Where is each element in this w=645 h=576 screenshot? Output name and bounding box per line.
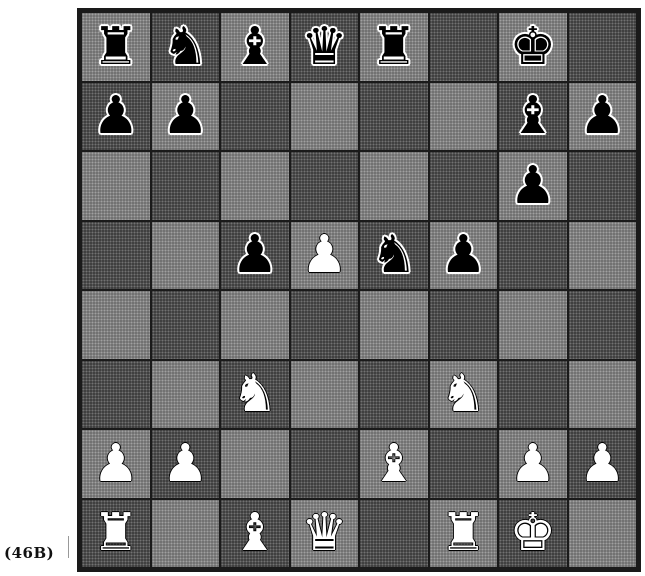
black-pawn-icon[interactable]: ♟ bbox=[162, 90, 209, 142]
square-f5[interactable]: ♟ bbox=[430, 222, 498, 290]
square-f7[interactable] bbox=[430, 83, 498, 151]
square-a6[interactable] bbox=[82, 152, 150, 220]
black-knight-icon[interactable]: ♞ bbox=[370, 229, 417, 281]
square-d2[interactable] bbox=[291, 430, 359, 498]
square-c3[interactable]: ♞ bbox=[221, 361, 289, 429]
square-g4[interactable] bbox=[499, 291, 567, 359]
white-pawn-icon[interactable]: ♟ bbox=[509, 438, 556, 490]
figure-label: (46B) bbox=[4, 544, 54, 562]
square-g1[interactable]: ♚ bbox=[499, 500, 567, 568]
black-bishop-icon[interactable]: ♝ bbox=[509, 90, 556, 142]
square-e5[interactable]: ♞ bbox=[360, 222, 428, 290]
square-a2[interactable]: ♟ bbox=[82, 430, 150, 498]
square-g3[interactable] bbox=[499, 361, 567, 429]
square-b2[interactable]: ♟ bbox=[152, 430, 220, 498]
black-rook-icon[interactable]: ♜ bbox=[92, 21, 139, 73]
square-g8[interactable]: ♚ bbox=[499, 13, 567, 81]
square-h7[interactable]: ♟ bbox=[569, 83, 637, 151]
white-rook-icon[interactable]: ♜ bbox=[440, 507, 487, 559]
square-e3[interactable] bbox=[360, 361, 428, 429]
square-d4[interactable] bbox=[291, 291, 359, 359]
square-a7[interactable]: ♟ bbox=[82, 83, 150, 151]
square-c4[interactable] bbox=[221, 291, 289, 359]
white-knight-icon[interactable]: ♞ bbox=[231, 368, 278, 420]
square-g5[interactable] bbox=[499, 222, 567, 290]
square-b7[interactable]: ♟ bbox=[152, 83, 220, 151]
square-f4[interactable] bbox=[430, 291, 498, 359]
square-g2[interactable]: ♟ bbox=[499, 430, 567, 498]
square-h5[interactable] bbox=[569, 222, 637, 290]
black-knight-icon[interactable]: ♞ bbox=[162, 21, 209, 73]
square-c8[interactable]: ♝ bbox=[221, 13, 289, 81]
square-h2[interactable]: ♟ bbox=[569, 430, 637, 498]
square-h3[interactable] bbox=[569, 361, 637, 429]
square-a5[interactable] bbox=[82, 222, 150, 290]
black-pawn-icon[interactable]: ♟ bbox=[440, 229, 487, 281]
square-e4[interactable] bbox=[360, 291, 428, 359]
black-bishop-icon[interactable]: ♝ bbox=[231, 21, 278, 73]
square-e6[interactable] bbox=[360, 152, 428, 220]
square-c6[interactable] bbox=[221, 152, 289, 220]
square-b3[interactable] bbox=[152, 361, 220, 429]
divider-tick bbox=[68, 536, 69, 558]
white-knight-icon[interactable]: ♞ bbox=[440, 368, 487, 420]
square-a8[interactable]: ♜ bbox=[82, 13, 150, 81]
square-f3[interactable]: ♞ bbox=[430, 361, 498, 429]
black-rook-icon[interactable]: ♜ bbox=[370, 21, 417, 73]
square-g7[interactable]: ♝ bbox=[499, 83, 567, 151]
square-h4[interactable] bbox=[569, 291, 637, 359]
square-f2[interactable] bbox=[430, 430, 498, 498]
square-h8[interactable] bbox=[569, 13, 637, 81]
black-queen-icon[interactable]: ♛ bbox=[301, 21, 348, 73]
square-e7[interactable] bbox=[360, 83, 428, 151]
square-d5[interactable]: ♟ bbox=[291, 222, 359, 290]
black-king-icon[interactable]: ♚ bbox=[509, 21, 556, 73]
square-a3[interactable] bbox=[82, 361, 150, 429]
square-c2[interactable] bbox=[221, 430, 289, 498]
white-bishop-icon[interactable]: ♝ bbox=[231, 507, 278, 559]
white-pawn-icon[interactable]: ♟ bbox=[301, 229, 348, 281]
square-h6[interactable] bbox=[569, 152, 637, 220]
square-b1[interactable] bbox=[152, 500, 220, 568]
square-g6[interactable]: ♟ bbox=[499, 152, 567, 220]
white-king-icon[interactable]: ♚ bbox=[509, 507, 556, 559]
square-c1[interactable]: ♝ bbox=[221, 500, 289, 568]
square-f6[interactable] bbox=[430, 152, 498, 220]
square-d1[interactable]: ♛ bbox=[291, 500, 359, 568]
white-bishop-icon[interactable]: ♝ bbox=[370, 438, 417, 490]
square-a4[interactable] bbox=[82, 291, 150, 359]
white-pawn-icon[interactable]: ♟ bbox=[162, 438, 209, 490]
square-e8[interactable]: ♜ bbox=[360, 13, 428, 81]
square-f1[interactable]: ♜ bbox=[430, 500, 498, 568]
white-queen-icon[interactable]: ♛ bbox=[301, 507, 348, 559]
chess-board: ♜ ♞ ♝ ♛ ♜ ♚ ♟ ♟ ♝ ♟ ♟ ♟ ♟ ♞ ♟ ♞ ♞ ♟ ♟ ♝ ♟ ♟ ♜ ♝ ♛ ♜ ♚ bbox=[77, 8, 641, 572]
square-d6[interactable] bbox=[291, 152, 359, 220]
square-b6[interactable] bbox=[152, 152, 220, 220]
white-pawn-icon[interactable]: ♟ bbox=[92, 438, 139, 490]
square-c7[interactable] bbox=[221, 83, 289, 151]
white-pawn-icon[interactable]: ♟ bbox=[579, 438, 626, 490]
square-e2[interactable]: ♝ bbox=[360, 430, 428, 498]
square-b5[interactable] bbox=[152, 222, 220, 290]
square-b8[interactable]: ♞ bbox=[152, 13, 220, 81]
white-rook-icon[interactable]: ♜ bbox=[92, 507, 139, 559]
square-c5[interactable]: ♟ bbox=[221, 222, 289, 290]
square-f8[interactable] bbox=[430, 13, 498, 81]
square-h1[interactable] bbox=[569, 500, 637, 568]
black-pawn-icon[interactable]: ♟ bbox=[231, 229, 278, 281]
square-e1[interactable] bbox=[360, 500, 428, 568]
square-d3[interactable] bbox=[291, 361, 359, 429]
black-pawn-icon[interactable]: ♟ bbox=[579, 90, 626, 142]
square-b4[interactable] bbox=[152, 291, 220, 359]
black-pawn-icon[interactable]: ♟ bbox=[92, 90, 139, 142]
black-pawn-icon[interactable]: ♟ bbox=[509, 160, 556, 212]
square-a1[interactable]: ♜ bbox=[82, 500, 150, 568]
square-d7[interactable] bbox=[291, 83, 359, 151]
square-d8[interactable]: ♛ bbox=[291, 13, 359, 81]
